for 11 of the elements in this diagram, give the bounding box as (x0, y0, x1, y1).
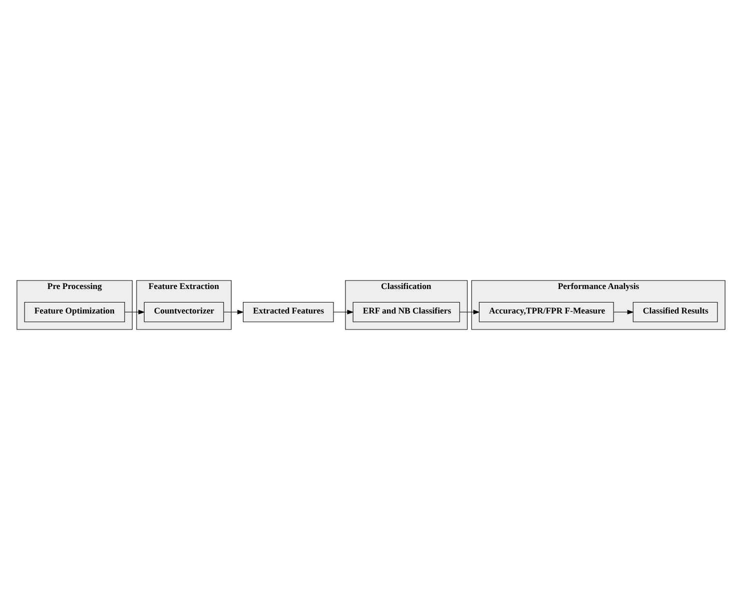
node-box: Classified Results (632, 302, 718, 322)
node-box: Feature Optimization (24, 302, 124, 322)
arrow (332, 309, 354, 314)
arrow (459, 309, 480, 314)
arrow (612, 309, 634, 314)
node-box: Countvectorizer (143, 302, 224, 322)
arrow (222, 309, 244, 314)
node-box: Accuracy,TPR/FPR F-Measure (478, 302, 614, 322)
node-box: ERF and NB Classifiers (352, 302, 460, 322)
node-box: Extracted Features (242, 302, 334, 322)
arrow (124, 309, 144, 314)
